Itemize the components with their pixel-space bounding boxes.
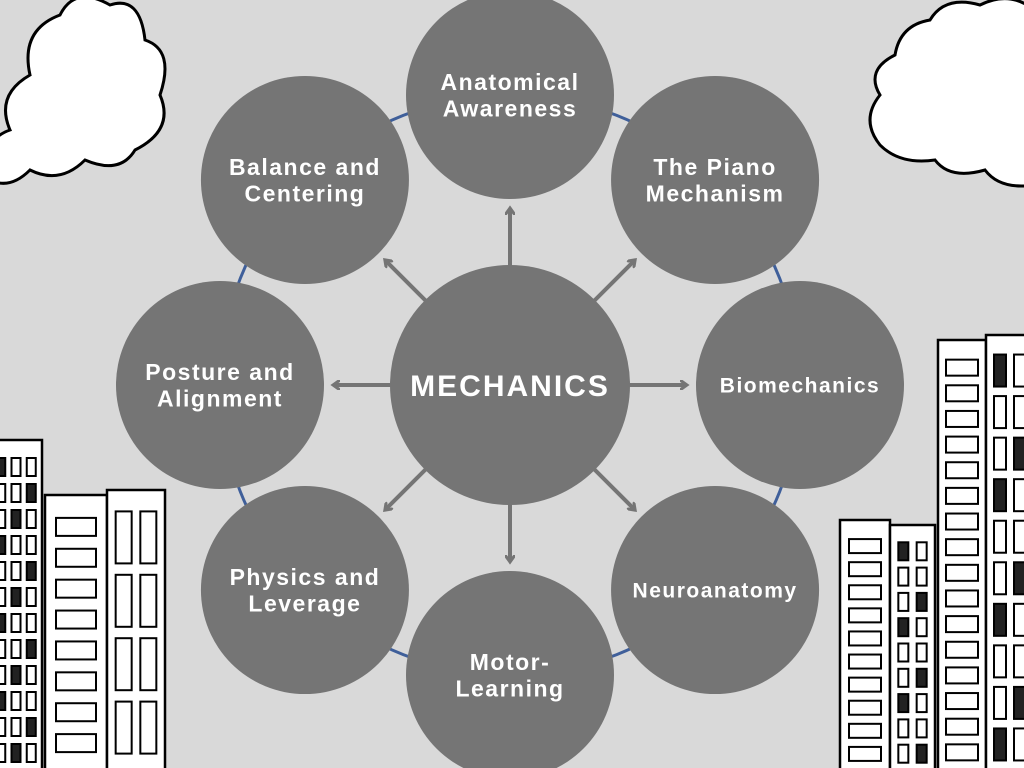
center-circle bbox=[390, 265, 630, 505]
node-circle bbox=[611, 75, 820, 284]
arrow-to-balance-centering bbox=[386, 261, 431, 306]
node-label-line: Biomechanics bbox=[720, 375, 880, 398]
node-circle bbox=[200, 486, 409, 695]
node-circle bbox=[116, 281, 324, 489]
node-label-line: Balance and bbox=[229, 154, 381, 180]
center-label: MECHANICS bbox=[410, 370, 610, 403]
node-label-line: Physics and bbox=[230, 564, 381, 590]
cloud-right-icon bbox=[868, 0, 1024, 188]
node-circle bbox=[406, 0, 614, 199]
node-label-line: Awareness bbox=[443, 96, 578, 122]
node-circle bbox=[200, 75, 409, 284]
node-neuroanatomy: Neuroanatomy bbox=[611, 486, 820, 695]
node-label-line: Centering bbox=[245, 180, 366, 206]
arrow-to-physics-leverage bbox=[386, 464, 431, 509]
node-label-line: Posture and bbox=[145, 359, 294, 385]
node-label-line: The Piano bbox=[653, 154, 776, 180]
node-motor-learning: Motor-Learning bbox=[406, 571, 614, 768]
node-label-line: Motor- bbox=[470, 649, 551, 675]
arrow-to-neuroanatomy bbox=[589, 464, 634, 509]
cloud-left-icon bbox=[0, 0, 167, 185]
buildings-skyline-icon bbox=[0, 333, 1024, 768]
arrows-group bbox=[334, 209, 686, 561]
center-node: MECHANICS bbox=[390, 265, 630, 505]
node-circle bbox=[696, 281, 904, 489]
node-label-line: Mechanism bbox=[646, 180, 785, 206]
node-label-line: Leverage bbox=[248, 591, 361, 617]
node-label-line: Neuroanatomy bbox=[633, 580, 798, 603]
node-biomechanics: Biomechanics bbox=[696, 281, 904, 489]
node-circle bbox=[406, 571, 614, 768]
node-circle bbox=[611, 486, 820, 695]
node-label-line: Alignment bbox=[157, 386, 283, 412]
node-label-line: Anatomical bbox=[441, 69, 580, 95]
arrow-to-piano-mechanism bbox=[589, 261, 634, 306]
node-label-line: Learning bbox=[455, 676, 564, 702]
